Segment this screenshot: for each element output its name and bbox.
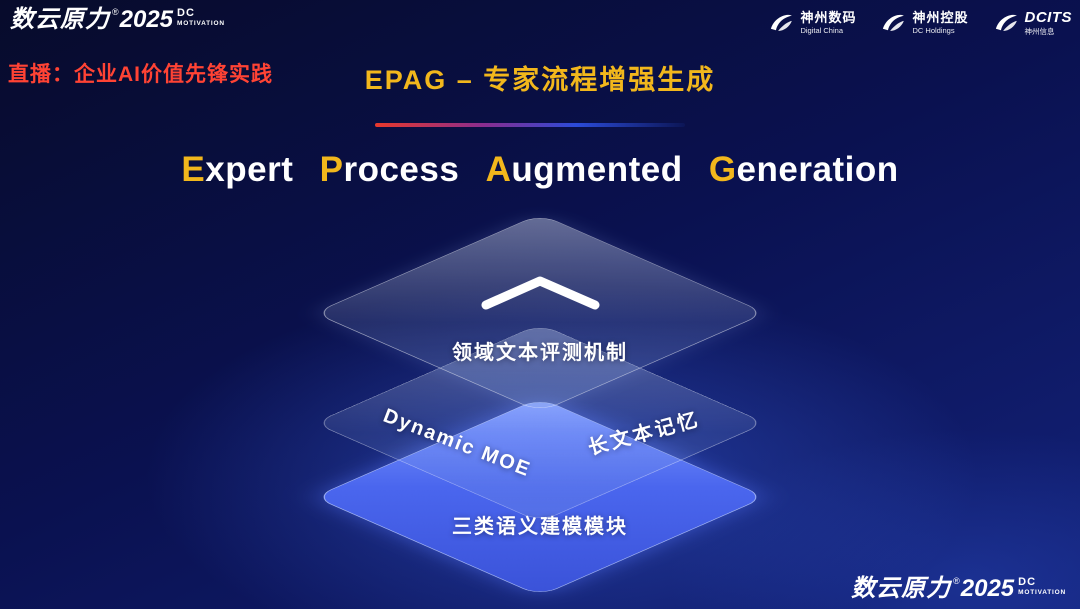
partner-subtitle: 神州信息 (1024, 26, 1055, 36)
partner-subtitle: DC Holdings (912, 25, 955, 35)
brand-logo-top-left: 数云原力®2025 DC MOTIVATION (10, 8, 225, 32)
slide-title: EPAG – 专家流程增强生成 (364, 65, 716, 95)
brand-dc: DC (1018, 576, 1037, 588)
heading-word: Generation (708, 150, 899, 189)
gradient-divider (375, 123, 685, 127)
partner-name: DCITS (1024, 9, 1072, 27)
brand-name: 数云原力 (851, 575, 952, 602)
swoosh-icon (771, 14, 793, 31)
partner-name: 神州控股 (912, 10, 969, 26)
top-layer-label: 领域文本评测机制 (452, 342, 628, 364)
brand-year: 2025 (119, 6, 174, 33)
heading-word: Process (319, 150, 460, 189)
brand-year: 2025 (960, 575, 1015, 602)
heading-word: Expert (181, 150, 294, 189)
swoosh-icon (883, 14, 905, 31)
swoosh-icon (995, 14, 1017, 31)
brand-logo-bottom-right: 数云原力®2025 DC MOTIVATION (851, 577, 1066, 601)
partner-digital-china: 神州数码 Digital China (768, 10, 856, 36)
registered-mark: ® (953, 576, 960, 586)
registered-mark: ® (112, 7, 119, 17)
chevron-up-icon (478, 274, 603, 319)
live-stream-label: 直播：企业AI价值先锋实践 (8, 63, 273, 86)
partner-dcits: DCITS 神州信息 (993, 10, 1073, 36)
bottom-layer-label: 三类语义建模模块 (452, 516, 628, 538)
brand-name: 数云原力 (10, 6, 110, 33)
main-heading: Expert Process Augmented Generation (0, 150, 1080, 190)
partner-subtitle: Digital China (800, 25, 843, 35)
heading-word: Augmented (485, 150, 683, 189)
brand-motivation: MOTIVATION (1018, 589, 1066, 596)
brand-motivation: MOTIVATION (177, 20, 225, 27)
partner-name: 神州数码 (800, 10, 857, 26)
brand-dc: DC (177, 7, 195, 19)
partner-logos: 神州数码 Digital China 神州控股 DC Holdings DCIT… (768, 10, 1072, 36)
partner-dc-holdings: 神州控股 DC Holdings (880, 10, 968, 36)
